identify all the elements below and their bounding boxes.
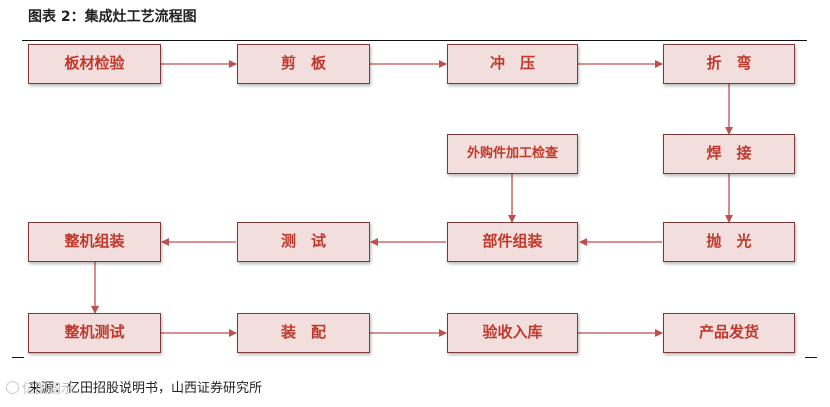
source-note: 来源：亿田招股说明书，山西证券研究所 (28, 381, 263, 396)
watermark-text: 亿图图示 (22, 381, 75, 397)
node-chanpinfahuo: 产品发货 (663, 313, 795, 353)
node-yanshourku: 验收入库 (447, 313, 578, 353)
node-hanjie: 焊 接 (663, 134, 795, 174)
node-zhengjizuzhuang: 整机组装 (28, 222, 161, 262)
node-paoguang: 抛 光 (663, 222, 795, 262)
node-banjiajianyan: 板材检验 (28, 44, 161, 84)
top-rule (22, 40, 807, 41)
node-jianban: 剪 板 (237, 44, 370, 84)
figure-title: 图表 2：集成灶工艺流程图 (28, 9, 197, 25)
node-zhewan: 折 弯 (663, 44, 795, 84)
watermark-logo-icon (6, 380, 19, 394)
bottom-left-tick (12, 357, 24, 358)
node-bujianzuzhuang: 部件组装 (447, 222, 578, 262)
node-ceshi: 测 试 (237, 222, 370, 262)
node-zhuangpei: 装 配 (237, 313, 370, 353)
node-zhengjiceshi: 整机测试 (28, 313, 161, 353)
node-waigoujian: 外购件加工检查 (447, 134, 578, 174)
bottom-right-tick (805, 357, 817, 358)
watermark: 亿图图示 (6, 378, 84, 397)
node-chongya: 冲 压 (447, 44, 578, 84)
